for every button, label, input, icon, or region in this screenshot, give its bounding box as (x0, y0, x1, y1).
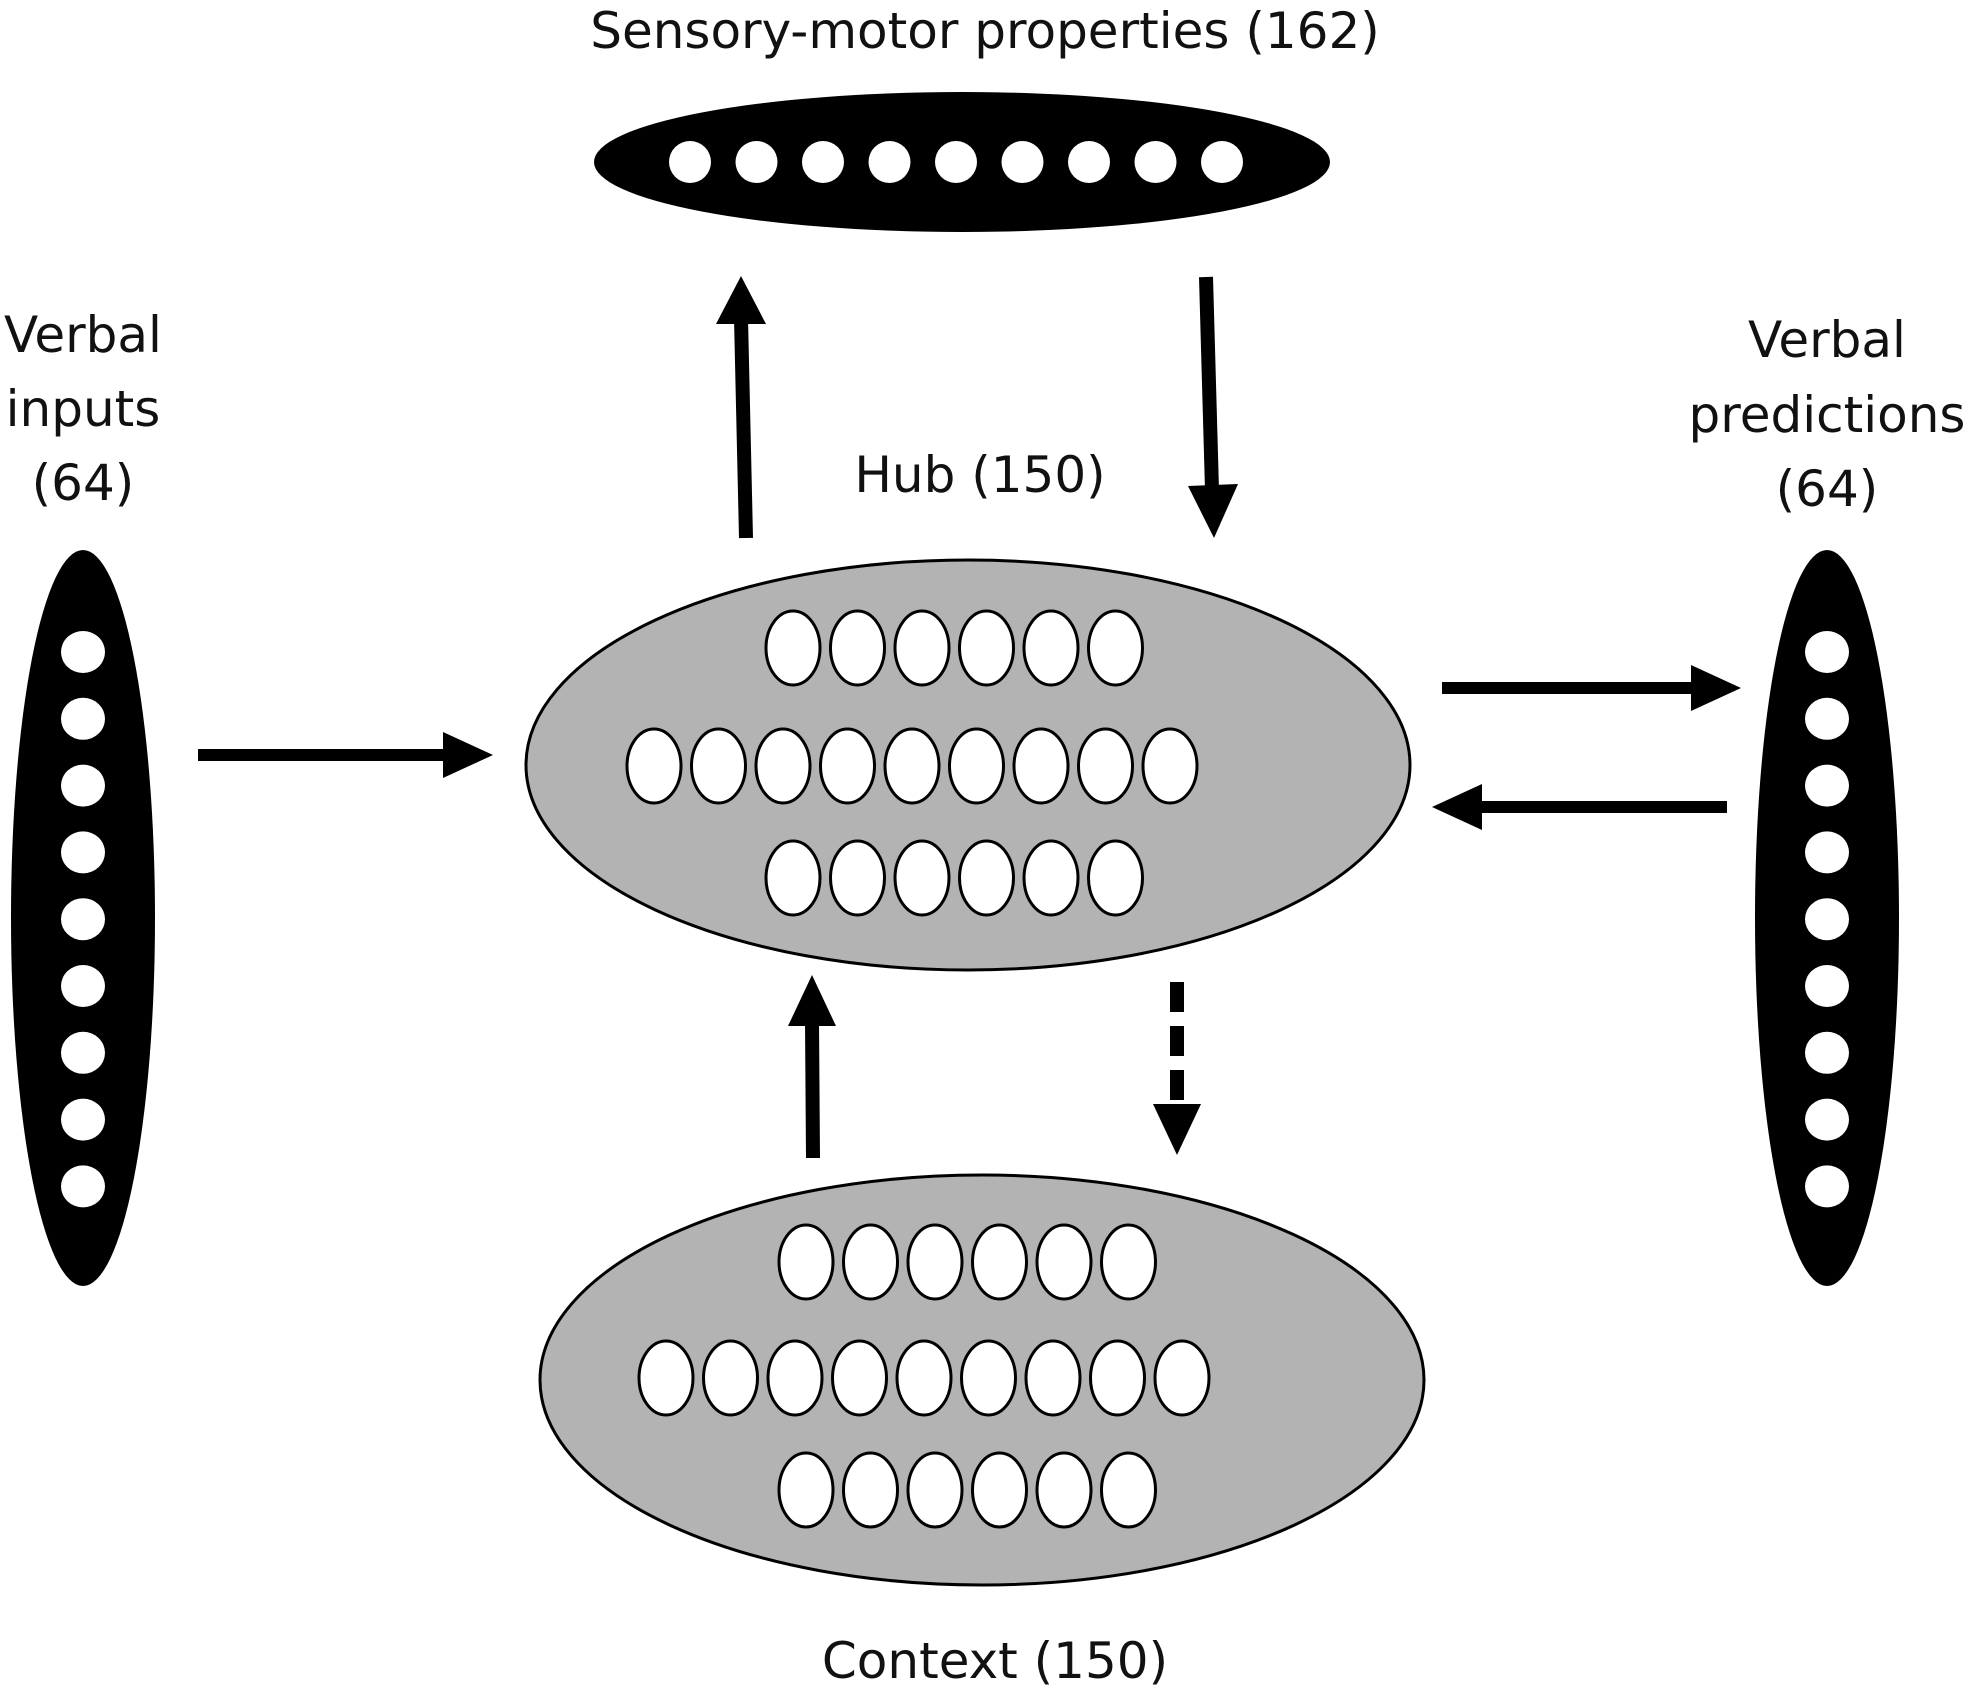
context-layer (538, 1173, 1426, 1587)
verbal-predictions-unit (1805, 831, 1849, 874)
arrow-sensory-motor-to-hub (1188, 276, 1238, 538)
context-unit (906, 1451, 964, 1529)
hub-unit (625, 727, 683, 805)
context-unit (1024, 1339, 1082, 1417)
context-unit (1035, 1223, 1093, 1301)
arrow-hub-to-verbal-predictions (1442, 665, 1741, 711)
verbal-inputs-units (61, 631, 105, 1208)
context-unit (960, 1339, 1017, 1417)
sensory-motor-unit (669, 141, 711, 183)
sensory-motor-unit (935, 141, 977, 183)
hub-unit (948, 727, 1005, 805)
hub-unit (754, 727, 812, 805)
hub-unit (764, 609, 822, 687)
verbal-predictions-layer (1755, 550, 1899, 1286)
context-unit (1035, 1451, 1093, 1529)
hub-layer (524, 558, 1412, 972)
context-unit (1153, 1339, 1211, 1417)
arrow-context-to-hub (788, 975, 836, 1159)
context-unit (971, 1451, 1028, 1529)
context-label: Context (150) (822, 1632, 1168, 1690)
verbal-inputs-label-line-1: Verbal (4, 306, 162, 364)
hub-unit (1022, 609, 1080, 687)
verbal-predictions-unit (1805, 764, 1849, 807)
context-unit (895, 1339, 953, 1417)
verbal-predictions-unit (1805, 1098, 1849, 1141)
context-unit (777, 1451, 835, 1529)
hub-unit (1012, 727, 1070, 805)
context-units (637, 1223, 1211, 1529)
hub-unit (958, 839, 1015, 917)
hub-unit (1022, 839, 1080, 917)
hub-unit (1141, 727, 1199, 805)
verbal-inputs-unit (61, 764, 105, 807)
context-unit (906, 1223, 964, 1301)
hub-label: Hub (150) (854, 446, 1105, 504)
verbal-predictions-label-line-2: predictions (1689, 386, 1966, 444)
context-unit (702, 1339, 759, 1417)
hub-unit (829, 839, 886, 917)
hub-unit (1087, 609, 1144, 687)
verbal-inputs-unit (61, 965, 105, 1007)
verbal-predictions-unit (1805, 1165, 1849, 1208)
sensory-motor-unit (1001, 141, 1044, 183)
verbal-inputs-label-line-2: inputs (6, 380, 161, 438)
sensory-motor-unit (1134, 141, 1177, 183)
context-unit (971, 1223, 1028, 1301)
hub-unit (690, 727, 747, 805)
context-unit (777, 1223, 835, 1301)
context-unit (1089, 1339, 1146, 1417)
context-unit (842, 1223, 899, 1301)
hub-unit (958, 609, 1015, 687)
hub-unit (893, 609, 951, 687)
verbal-predictions-unit (1805, 1031, 1849, 1074)
hub-unit (1077, 727, 1134, 805)
context-unit (842, 1451, 899, 1529)
verbal-inputs-unit (61, 697, 105, 740)
verbal-predictions-label: Verbal predictions (64) (1689, 311, 1966, 518)
sensory-motor-unit (735, 141, 778, 183)
hub-unit (764, 839, 822, 917)
verbal-inputs-unit (61, 898, 105, 941)
arrow-verbal-inputs-to-hub (198, 732, 493, 778)
arrow-verbal-predictions-to-hub (1432, 784, 1727, 830)
context-unit (637, 1339, 695, 1417)
verbal-predictions-label-line-3: (64) (1776, 460, 1879, 518)
sensory-motor-units (669, 141, 1243, 183)
verbal-inputs-unit (61, 831, 105, 874)
verbal-inputs-unit (61, 1165, 105, 1208)
hub-units (625, 609, 1199, 917)
context-unit (831, 1339, 888, 1417)
sensory-motor-label: Sensory-motor properties (162) (590, 2, 1380, 60)
verbal-predictions-label-line-1: Verbal (1748, 311, 1906, 369)
hub-unit (829, 609, 886, 687)
sensory-motor-unit (1201, 141, 1243, 183)
verbal-predictions-unit (1805, 898, 1849, 941)
verbal-inputs-label: Verbal inputs (64) (4, 306, 162, 512)
verbal-predictions-unit (1805, 631, 1849, 673)
sensory-motor-unit (868, 141, 911, 183)
hub-unit (819, 727, 876, 805)
verbal-inputs-label-line-3: (64) (32, 454, 135, 512)
context-unit (1100, 1223, 1157, 1301)
verbal-inputs-unit (61, 1098, 105, 1141)
verbal-predictions-unit (1805, 965, 1849, 1007)
context-unit (766, 1339, 824, 1417)
verbal-predictions-unit (1805, 697, 1849, 740)
arrow-hub-to-context-dashed (1153, 982, 1201, 1155)
connections (198, 276, 1741, 1159)
hub-unit (1087, 839, 1144, 917)
sensory-motor-unit (1068, 141, 1110, 183)
arrow-hub-to-sensory-motor (716, 276, 766, 539)
sensory-motor-layer (594, 92, 1330, 232)
verbal-inputs-layer (11, 550, 155, 1286)
sensory-motor-unit (802, 141, 844, 183)
verbal-inputs-unit (61, 1031, 105, 1074)
context-unit (1100, 1451, 1157, 1529)
hub-unit (893, 839, 951, 917)
verbal-inputs-unit (61, 631, 105, 673)
verbal-predictions-units (1805, 631, 1849, 1208)
hub-unit (883, 727, 941, 805)
